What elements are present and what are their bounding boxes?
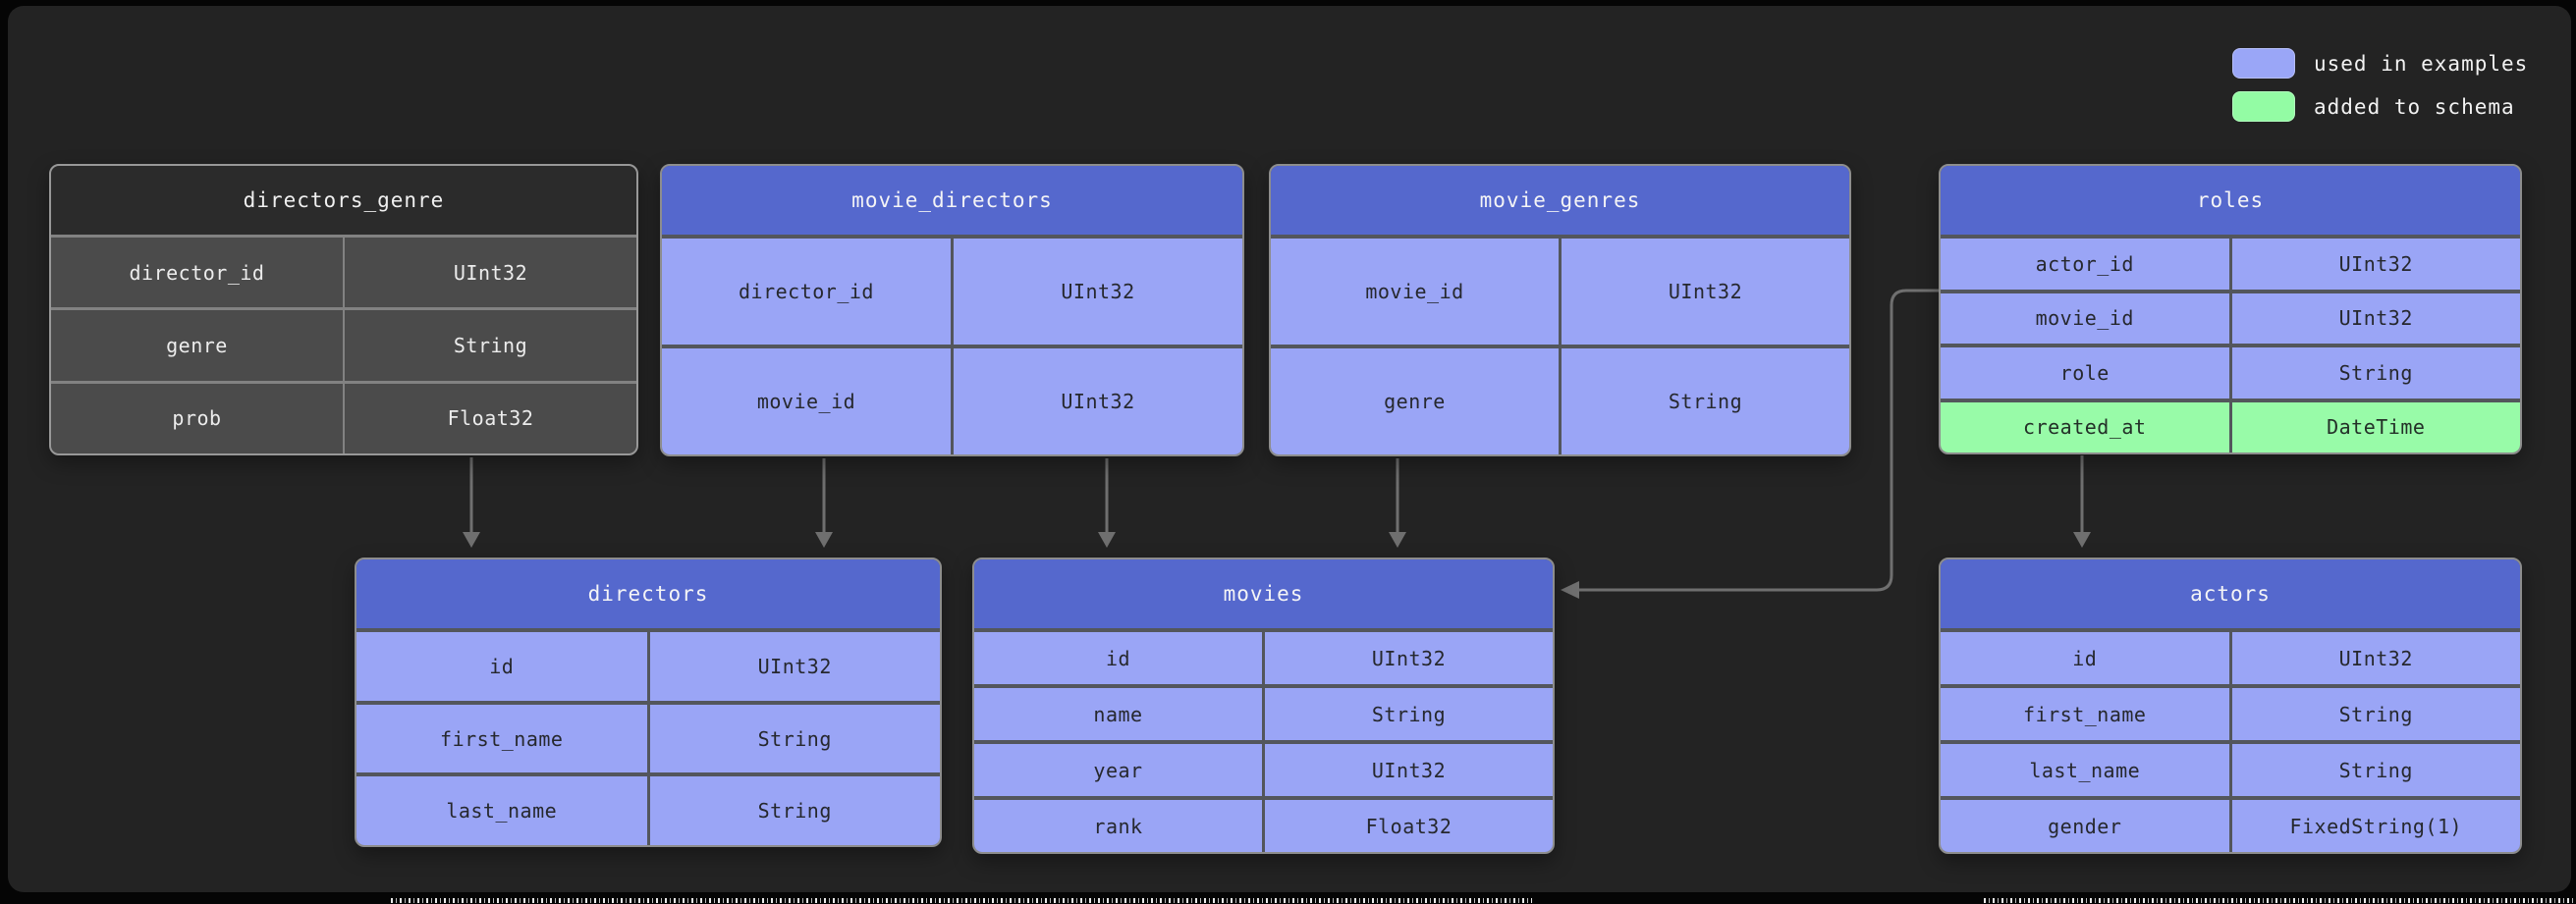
field-name-cell: genre: [51, 310, 343, 381]
field-name-cell: first_name: [1941, 688, 2229, 740]
field-type-cell: String: [646, 776, 940, 845]
field-type-cell: DateTime: [2228, 401, 2520, 452]
field-name-cell: movie_id: [1271, 239, 1559, 345]
field-name-cell: movie_id: [1941, 292, 2229, 344]
field-type-cell: FixedString(1): [2228, 800, 2520, 852]
table-title: directors_genre: [51, 166, 636, 235]
field-name-cell: year: [974, 744, 1262, 796]
field-name-cell: id: [356, 632, 647, 701]
table-title: directors: [356, 559, 940, 628]
table-title: actors: [1941, 559, 2520, 628]
field-name-cell: name: [974, 688, 1262, 740]
table-title: roles: [1941, 166, 2520, 235]
field-name-cell: created_at: [1941, 401, 2229, 452]
field-type-cell: UInt32: [951, 239, 1242, 345]
field-name-cell: id: [974, 632, 1262, 684]
field-name-cell: id: [1941, 632, 2229, 684]
screenshot-bottom-artifact: [391, 898, 1532, 903]
field-name-cell: genre: [1271, 348, 1559, 454]
field-name-cell: movie_id: [662, 348, 951, 454]
legend-swatch-green: [2232, 91, 2295, 122]
field-type-cell: String: [646, 704, 940, 773]
field-type-cell: String: [2228, 744, 2520, 796]
legend-label: used in examples: [2314, 51, 2529, 76]
field-type-cell: UInt32: [2228, 292, 2520, 344]
field-type-cell: UInt32: [2228, 632, 2520, 684]
field-type-cell: UInt32: [1262, 744, 1553, 796]
field-name-cell: prob: [51, 383, 343, 453]
legend-swatch-blue: [2232, 48, 2295, 79]
field-name-cell: actor_id: [1941, 239, 2229, 290]
field-type-cell: UInt32: [1559, 239, 1849, 345]
legend: used in examples added to schema: [2232, 48, 2528, 134]
field-type-cell: Float32: [343, 383, 636, 453]
field-type-cell: String: [2228, 347, 2520, 399]
field-name-cell: rank: [974, 800, 1262, 852]
field-type-cell: UInt32: [343, 238, 636, 308]
field-name-cell: director_id: [662, 239, 951, 345]
legend-label: added to schema: [2314, 94, 2515, 119]
table-title: movie_genres: [1271, 166, 1849, 235]
field-name-cell: first_name: [356, 704, 647, 773]
legend-item-added-to-schema: added to schema: [2232, 91, 2528, 122]
screenshot-bottom-artifact: [1984, 898, 2576, 903]
field-type-cell: String: [1262, 688, 1553, 740]
legend-item-used-in-examples: used in examples: [2232, 48, 2528, 79]
field-name-cell: last_name: [1941, 744, 2229, 796]
field-type-cell: UInt32: [951, 348, 1242, 454]
field-type-cell: String: [2228, 688, 2520, 740]
field-name-cell: gender: [1941, 800, 2229, 852]
field-name-cell: role: [1941, 347, 2229, 399]
table-title: movies: [974, 559, 1553, 628]
field-type-cell: UInt32: [2228, 239, 2520, 290]
field-type-cell: UInt32: [1262, 632, 1553, 684]
field-name-cell: director_id: [51, 238, 343, 308]
field-name-cell: last_name: [356, 776, 647, 845]
field-type-cell: String: [1559, 348, 1849, 454]
field-type-cell: UInt32: [646, 632, 940, 701]
table-title: movie_directors: [662, 166, 1242, 235]
field-type-cell: String: [343, 310, 636, 381]
field-type-cell: Float32: [1262, 800, 1553, 852]
